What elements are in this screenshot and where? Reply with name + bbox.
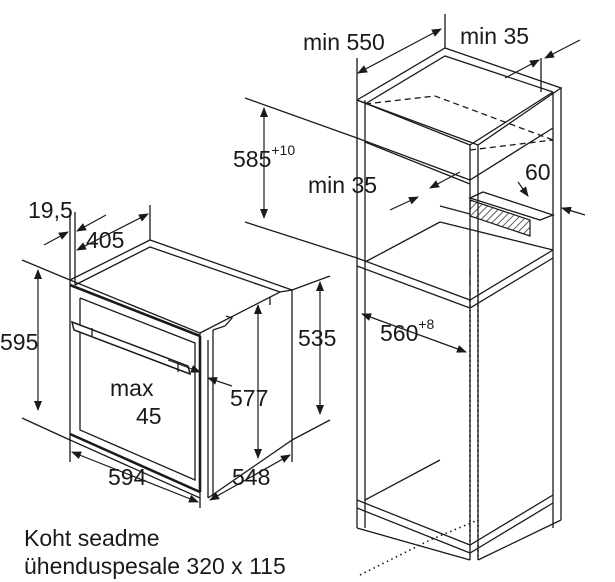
- oven: [69, 239, 293, 500]
- label-oven-depth-top: 405: [86, 227, 124, 253]
- label-handle-gap-line1: max: [110, 375, 154, 401]
- label-oven-width: 594: [108, 464, 147, 490]
- niche-depth-tolerance: +8: [418, 316, 434, 332]
- label-handle-gap-line2: 45: [136, 403, 162, 429]
- niche-height-value: 585: [233, 146, 271, 172]
- label-oven-frame-depth: 19,5: [28, 197, 73, 223]
- cabinet-dimension-lines: [244, 14, 586, 353]
- label-vent-opening: 60: [525, 159, 551, 185]
- label-niche-height: 585+10: [233, 142, 295, 172]
- niche-depth-value: 560: [380, 320, 418, 346]
- tall-cabinet: [356, 47, 563, 576]
- caption-line1: Koht seadme: [24, 525, 160, 551]
- oven-dimension-lines: [21, 205, 331, 508]
- label-oven-body-depth: 548: [232, 464, 270, 490]
- label-niche-side-gap: min 35: [460, 23, 529, 49]
- label-niche-width: min 550: [303, 29, 385, 55]
- label-oven-inner-height: 577: [230, 385, 268, 411]
- label-niche-depth: 560+8: [380, 316, 435, 346]
- niche-height-tolerance: +10: [271, 142, 295, 158]
- label-shelf-gap: min 35: [308, 172, 377, 198]
- label-oven-height: 595: [0, 329, 38, 355]
- caption-line2: ühenduspesale 320 x 115: [24, 553, 286, 579]
- label-oven-body-height: 535: [298, 325, 336, 351]
